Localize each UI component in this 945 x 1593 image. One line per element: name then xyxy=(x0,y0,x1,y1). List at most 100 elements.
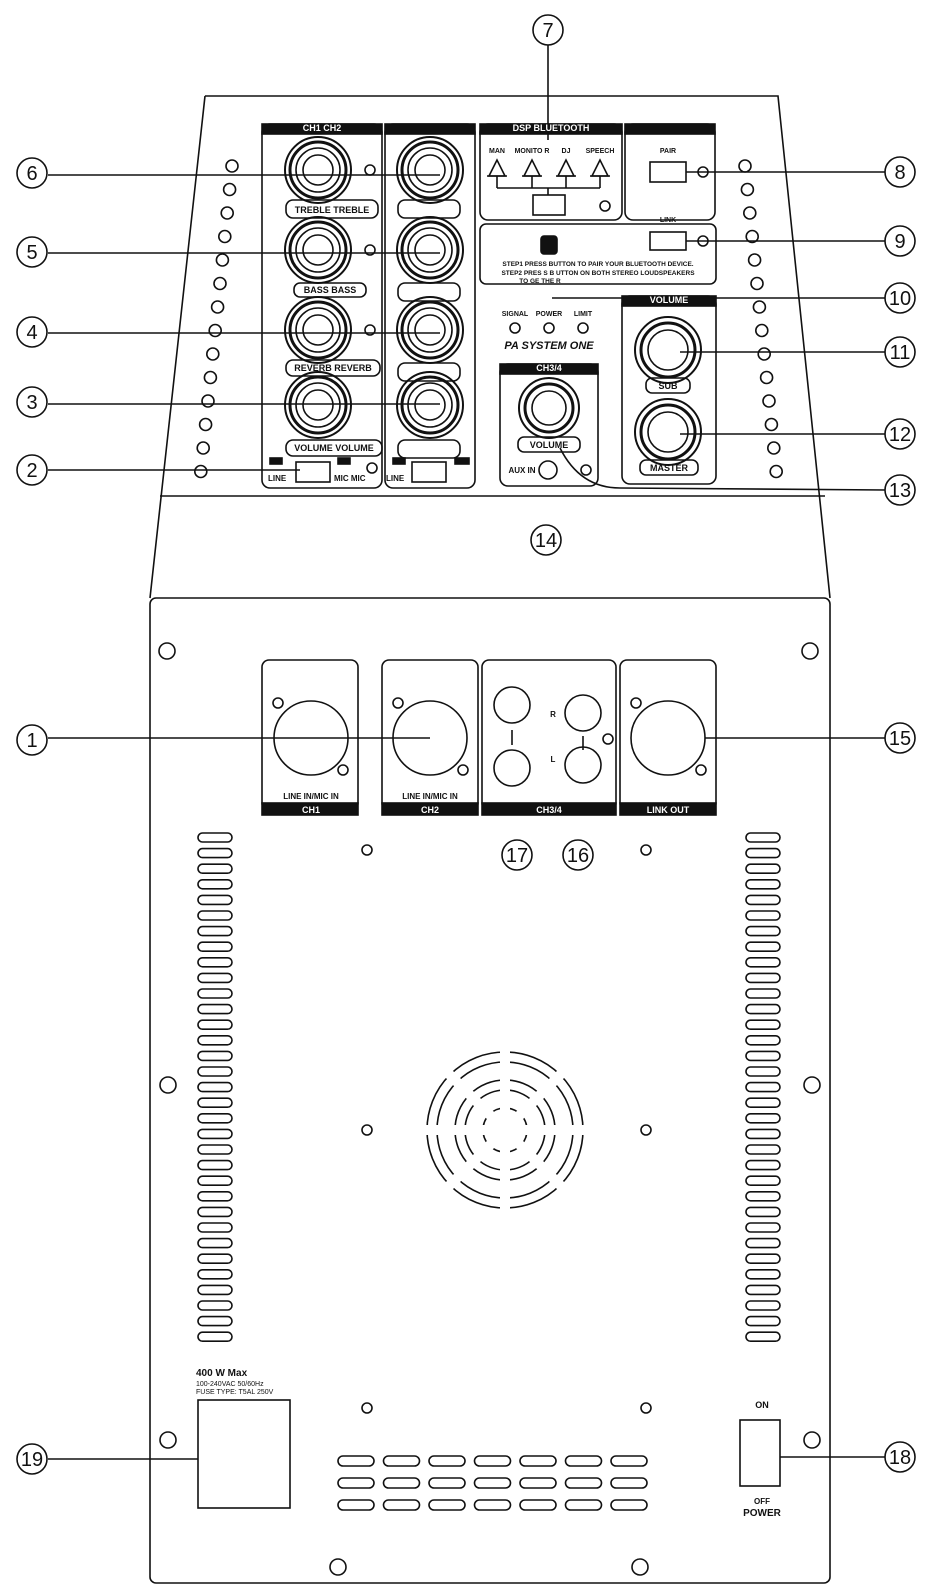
ch34-tab: CH3/4 xyxy=(536,805,562,815)
callout-7 xyxy=(532,14,564,46)
ch34-jack-right-bottom[interactable] xyxy=(564,746,602,784)
callout-number-13: 13 xyxy=(889,480,911,502)
dsp-bluetooth-header: DSP BLUETOOTH xyxy=(513,123,590,133)
callout-15 xyxy=(884,722,916,754)
ch2-reverb-knob[interactable] xyxy=(396,296,464,364)
pair-button[interactable] xyxy=(649,161,687,183)
dsp-mode-button[interactable] xyxy=(532,194,566,216)
callout-14 xyxy=(530,524,562,556)
cabinet-top-outline xyxy=(149,95,831,599)
ch34-jack-left-top[interactable] xyxy=(493,686,531,724)
sub-knob[interactable] xyxy=(634,316,702,384)
mic-mic-label: MIC MIC xyxy=(334,474,366,483)
callout-5 xyxy=(16,236,48,268)
callout-number-8: 8 xyxy=(894,162,905,184)
callout-17 xyxy=(501,839,533,871)
reverb-label: REVERB REVERB xyxy=(294,363,372,373)
callout-3 xyxy=(16,386,48,418)
ch1-volume-knob[interactable] xyxy=(284,371,352,439)
ch34-volume-knob[interactable] xyxy=(518,377,580,439)
ch1-ch2-header-bar xyxy=(261,123,383,135)
callout-16 xyxy=(562,839,594,871)
bluetooth-info-panel xyxy=(479,223,717,285)
ch1-plate-treble xyxy=(285,199,379,219)
master-knob[interactable] xyxy=(634,398,702,466)
bt-step1: STEP1 PRESS BUTTON TO PAIR YOUR BLUETOOT… xyxy=(502,261,693,268)
ch1-treble-knob[interactable] xyxy=(284,136,352,204)
rca-l-label: L xyxy=(551,755,556,764)
sub-label: SUB xyxy=(658,381,678,391)
power-voltage: 100-240VAC 50/60Hz xyxy=(196,1381,264,1388)
callout-number-7: 7 xyxy=(542,20,553,42)
callout-1 xyxy=(16,724,48,756)
callout-number-6: 6 xyxy=(26,163,37,185)
power-led xyxy=(543,322,555,334)
callout-number-19: 19 xyxy=(21,1449,43,1471)
callout-11 xyxy=(884,336,916,368)
dsp-mode-indicator-4 xyxy=(590,158,610,188)
dsp-mode-man: MAN xyxy=(489,148,505,155)
callout-number-10: 10 xyxy=(889,288,911,310)
rca-r-label: R xyxy=(550,710,556,719)
ch34-jack-right-top[interactable] xyxy=(564,694,602,732)
left-vent-slots xyxy=(197,832,233,1342)
link-out-plate xyxy=(619,659,717,811)
callout-number-14: 14 xyxy=(535,530,557,552)
signal-label: SIGNAL xyxy=(502,311,529,318)
link-label: LINK xyxy=(660,217,676,224)
ch2-plate-treble xyxy=(397,199,461,219)
ch2-plate-volume xyxy=(397,439,461,459)
dsp-mode-indicator-1 xyxy=(487,158,507,188)
ch34-jack-left-bottom[interactable] xyxy=(493,749,531,787)
link-button[interactable] xyxy=(649,231,687,251)
link-out-xlr-jack[interactable] xyxy=(630,700,706,776)
bt-step2b: TO GE THE R xyxy=(519,278,561,285)
right-vent-slots xyxy=(745,832,781,1342)
callout-number-15: 15 xyxy=(889,728,911,750)
switch-on-label: ON xyxy=(755,1400,769,1410)
ch1-bass-knob[interactable] xyxy=(284,216,352,284)
ch34-header: CH3/4 xyxy=(536,363,562,373)
dsp-mode-dj: DJ xyxy=(562,148,571,155)
link-out-tab: LINK OUT xyxy=(647,805,690,815)
dsp-header-bar xyxy=(479,123,623,135)
callout-number-18: 18 xyxy=(889,1447,911,1469)
limit-label: LIMIT xyxy=(574,311,593,318)
bt-step2: STEP2 PRES S B UTTON ON BOTH STEREO LOUD… xyxy=(501,270,695,277)
ch2-volume-knob[interactable] xyxy=(396,371,464,439)
power-inlet[interactable] xyxy=(197,1399,291,1509)
callout-number-16: 16 xyxy=(567,845,589,867)
callout-12 xyxy=(884,418,916,450)
cabinet-body xyxy=(149,597,831,1584)
volume-header: VOLUME xyxy=(650,295,689,305)
callout-number-5: 5 xyxy=(26,242,37,264)
power-switch[interactable] xyxy=(739,1419,781,1487)
bottom-vent-slots xyxy=(337,1455,648,1511)
ch2-treble-knob[interactable] xyxy=(396,136,464,204)
ch2-tab: CH2 xyxy=(421,805,439,815)
fan-grille xyxy=(415,1040,595,1220)
callout-number-2: 2 xyxy=(26,460,37,482)
callout-10 xyxy=(884,282,916,314)
ch2-plate-bass xyxy=(397,282,461,302)
pair-label: PAIR xyxy=(660,148,676,155)
ch2-header-bar xyxy=(384,123,476,135)
callout-18 xyxy=(884,1441,916,1473)
dsp-mode-monitor: MONITO R xyxy=(515,148,550,155)
callout-19 xyxy=(16,1443,48,1475)
ch1-line-mic-switch[interactable] xyxy=(295,461,331,483)
ch34-volume-label: VOLUME xyxy=(530,440,569,450)
callout-number-12: 12 xyxy=(889,424,911,446)
signal-led xyxy=(509,322,521,334)
dsp-mode-speech: SPEECH xyxy=(586,148,615,155)
volume-header-bar xyxy=(621,295,717,307)
left-vent-dots xyxy=(194,159,239,479)
aux-in-jack[interactable] xyxy=(538,460,558,480)
callout-number-9: 9 xyxy=(894,231,905,253)
ch2-line-mic-switch[interactable] xyxy=(411,461,447,483)
pair-link-header-bar xyxy=(624,123,716,135)
ch1-reverb-knob[interactable] xyxy=(284,296,352,364)
ch1-xlr-plate xyxy=(261,659,359,811)
ch1-plate-bass xyxy=(293,282,367,298)
ch2-bass-knob[interactable] xyxy=(396,216,464,284)
